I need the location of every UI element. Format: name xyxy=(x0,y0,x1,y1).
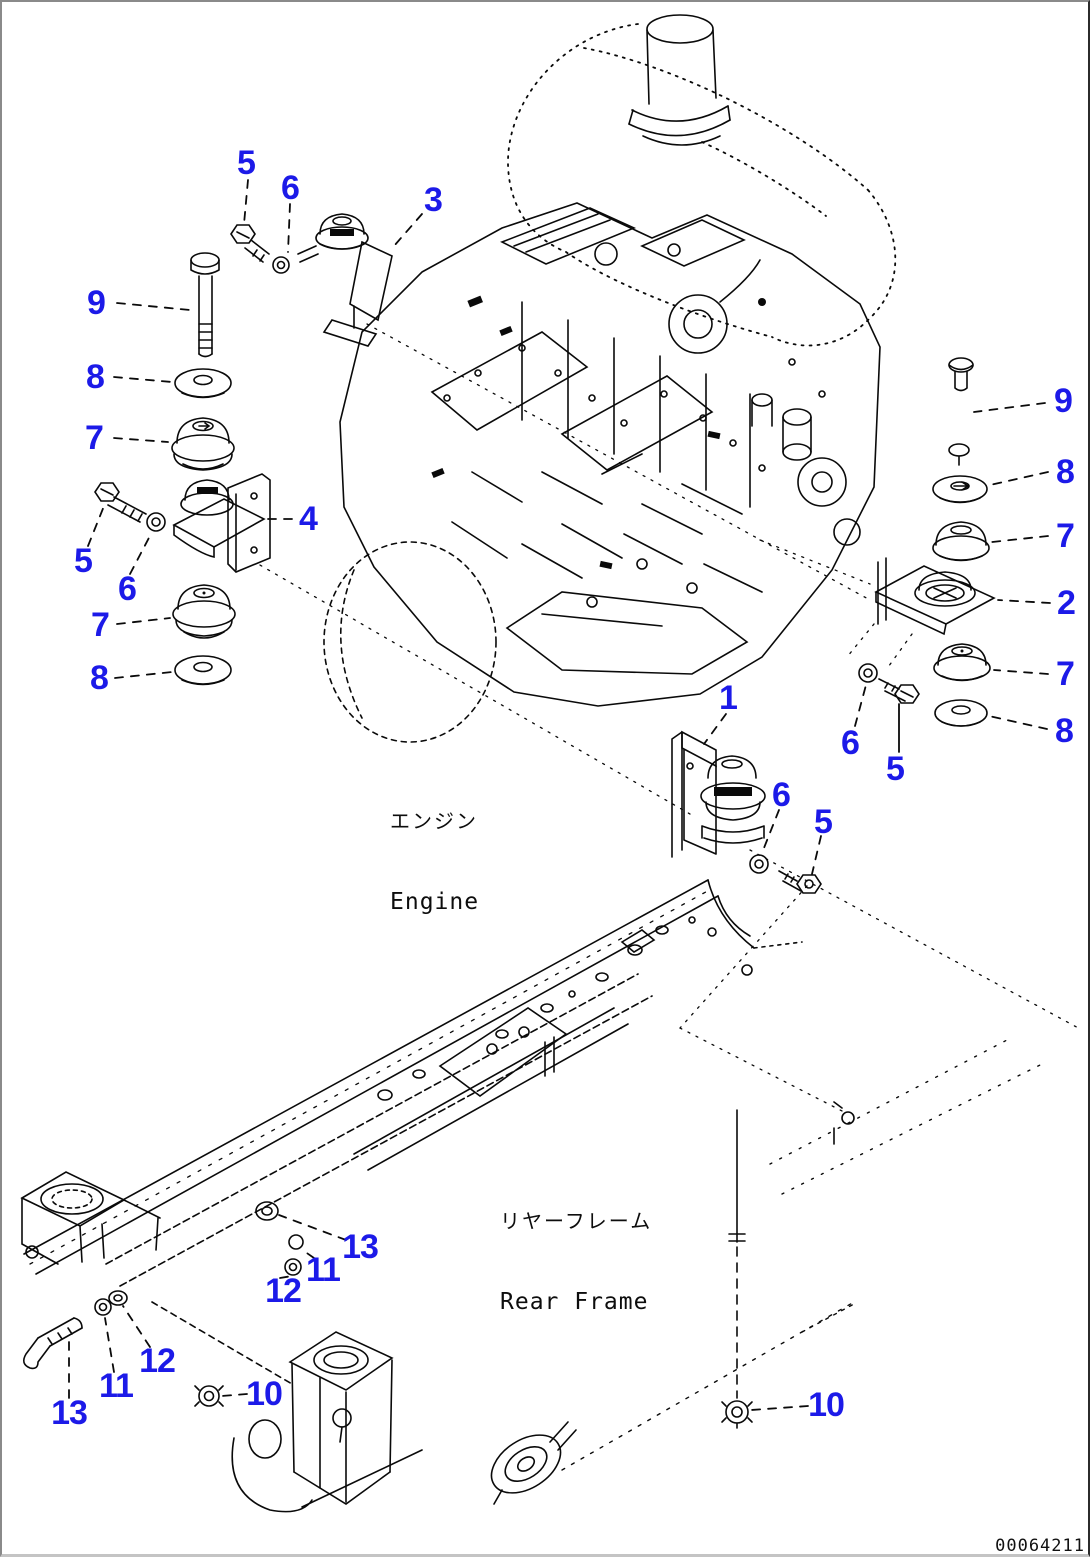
callout-7: 7 xyxy=(91,606,110,644)
callout-13: 13 xyxy=(342,1228,379,1266)
rear-frame-label-jp: リヤーフレーム xyxy=(500,1209,653,1233)
mount-3-assembly xyxy=(230,213,393,347)
callout-13: 13 xyxy=(51,1394,88,1432)
construction-lines xyxy=(259,323,1083,1113)
callout-9: 9 xyxy=(87,284,106,322)
document-number: 00064211 xyxy=(995,1536,1085,1556)
callout-9: 9 xyxy=(1054,382,1073,420)
callout-2: 2 xyxy=(1057,584,1076,622)
callout-8: 8 xyxy=(1055,712,1074,750)
callout-4: 4 xyxy=(299,500,318,538)
callout-1: 1 xyxy=(719,679,738,717)
callout-10: 10 xyxy=(808,1386,845,1424)
callout-8: 8 xyxy=(90,659,109,697)
callout-8: 8 xyxy=(1056,453,1075,491)
callout-11: 11 xyxy=(99,1367,134,1405)
leader-lines xyxy=(68,179,1051,1411)
engine-label-en: Engine xyxy=(390,889,480,915)
callout-5: 5 xyxy=(886,750,905,788)
callout-10: 10 xyxy=(246,1375,283,1413)
callout-3: 3 xyxy=(424,181,443,219)
flywheel-housing xyxy=(323,541,497,743)
rear-frame-label: リヤーフレーム Rear Frame xyxy=(500,1154,652,1370)
callout-7: 7 xyxy=(85,419,104,457)
callout-11: 11 xyxy=(306,1251,341,1289)
rear-frame-label-en: Rear Frame xyxy=(500,1289,649,1315)
muffler-outline xyxy=(507,23,897,347)
left-mount-hardware xyxy=(94,252,271,686)
callout-6: 6 xyxy=(772,776,791,814)
callout-12: 12 xyxy=(265,1272,302,1310)
callout-5: 5 xyxy=(74,542,93,580)
engine-block xyxy=(339,202,881,707)
right-mount-hardware xyxy=(858,357,996,727)
callout-7: 7 xyxy=(1056,655,1075,693)
rear-frame xyxy=(20,879,1043,1513)
callout-6: 6 xyxy=(118,570,137,608)
callout-12: 12 xyxy=(139,1342,176,1380)
callout-6: 6 xyxy=(281,169,300,207)
engine-label: エンジン Engine xyxy=(390,754,479,970)
callout-7: 7 xyxy=(1056,517,1075,555)
exhaust-pipe xyxy=(628,14,731,146)
callout-5: 5 xyxy=(237,144,256,182)
callout-5: 5 xyxy=(814,803,833,841)
callout-8: 8 xyxy=(86,358,105,396)
callout-6: 6 xyxy=(841,724,860,762)
engine-label-jp: エンジン xyxy=(390,809,478,833)
mount-1-assembly xyxy=(671,730,822,894)
